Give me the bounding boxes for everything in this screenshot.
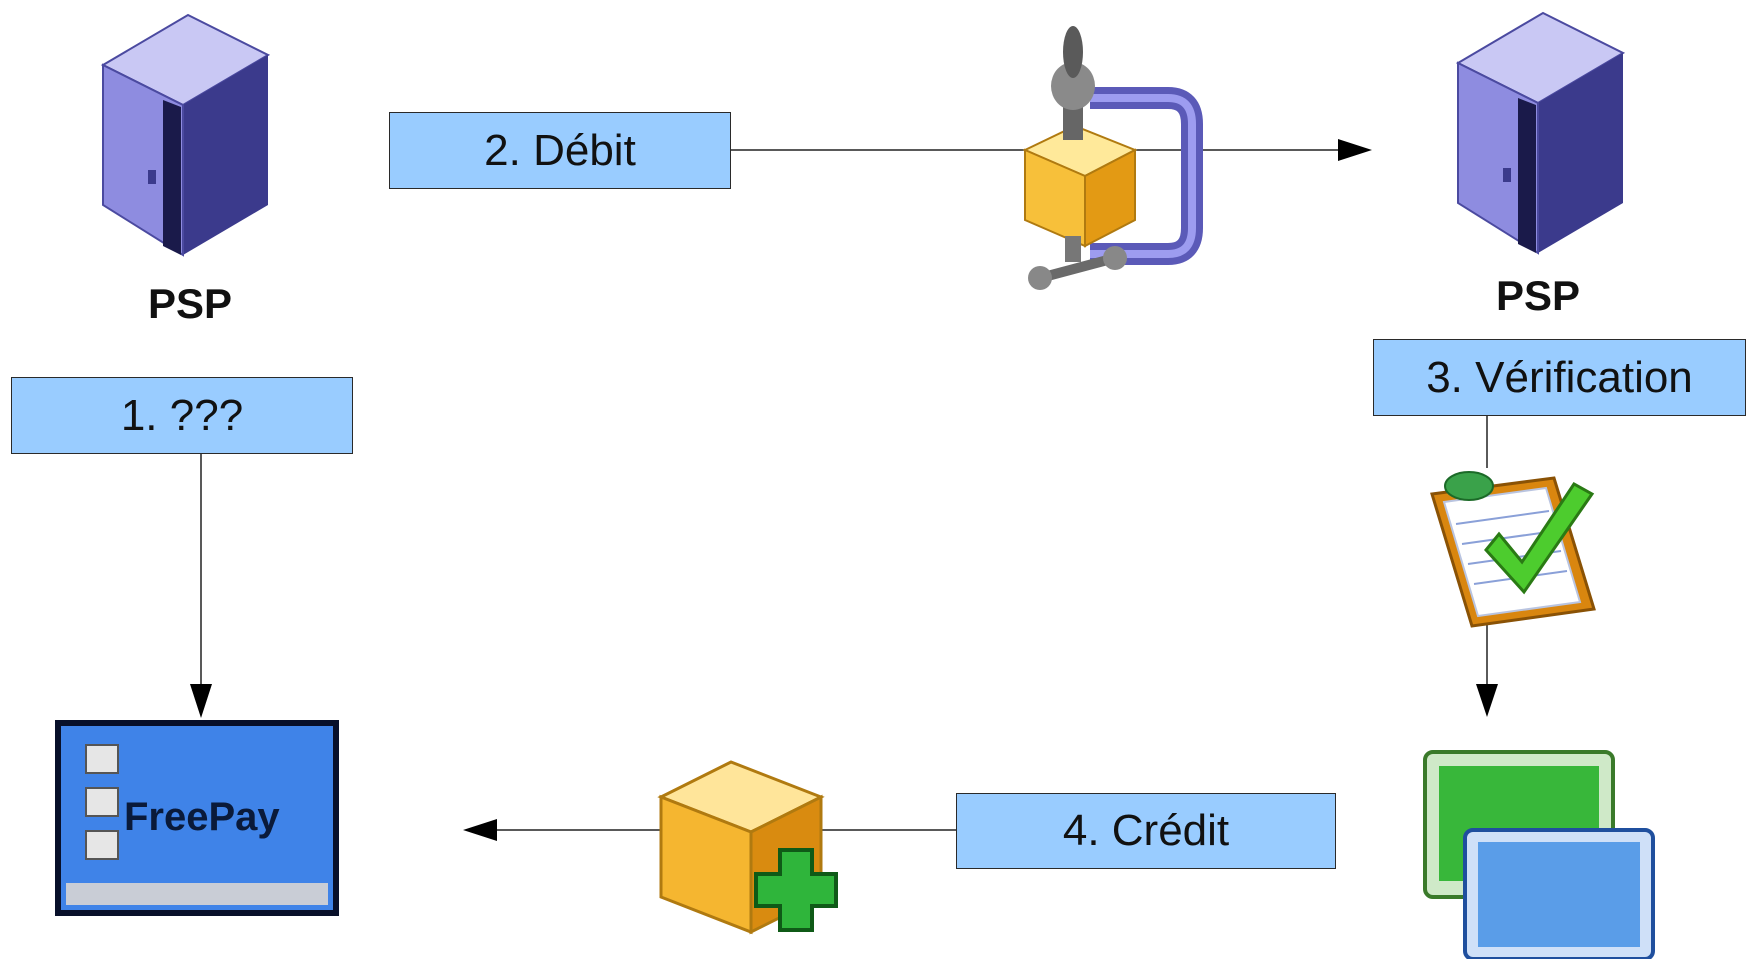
arrow-debit-head [1338,139,1372,161]
psp-left-label: PSP [147,280,233,327]
step-debit-box: 2. Débit [389,112,731,189]
step-credit-box: 4. Crédit [956,793,1336,869]
arrow-verification-head [1476,684,1498,717]
step-verification-box: 3. Vérification [1373,339,1746,416]
arrow-step1-head [190,684,212,718]
freepay-label: FreePay [124,795,280,839]
arrow-credit-head [463,819,497,841]
psp-right-label: PSP [1495,272,1581,319]
step-unknown-box: 1. ??? [11,377,353,454]
